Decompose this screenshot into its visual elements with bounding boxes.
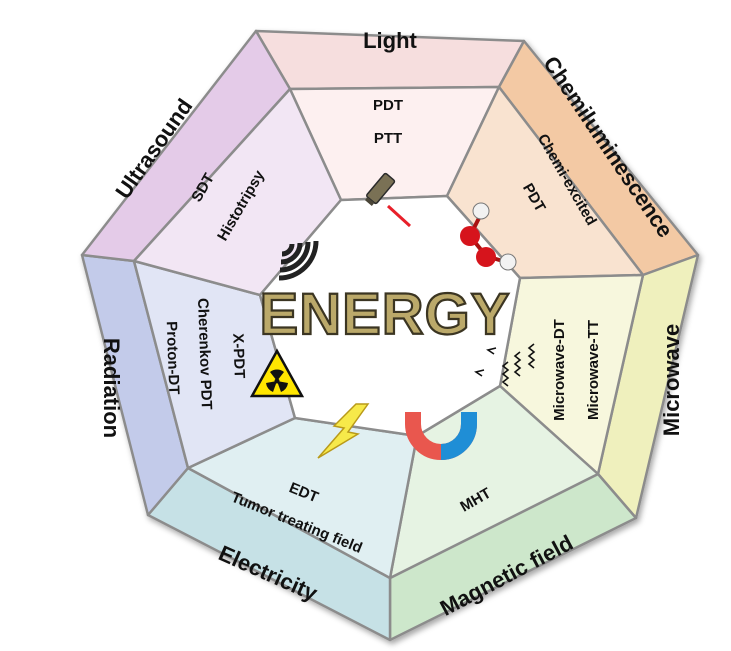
microwave-wave-icon (474, 343, 536, 387)
center-heptagon (258, 194, 522, 438)
light-item-ptt: PTT (374, 130, 402, 147)
ultrasound-wave-icon (278, 240, 319, 281)
hydrogen-peroxide-molecule-icon (460, 202, 517, 271)
radiation-item-cherenkov-pdt: Cherenkov PDT (194, 298, 215, 410)
sector-title-radiation: Radiation (99, 338, 124, 438)
laser-pointer-icon (364, 172, 412, 228)
radiation-item-x-pdt: X-PDT (229, 333, 248, 379)
sector-title-light: Light (363, 28, 417, 53)
light-item-pdt: PDT (373, 97, 403, 114)
lightning-bolt-icon (317, 403, 370, 459)
radiation-item-proton-dt: Proton-DT (163, 321, 183, 395)
magnet-icon (405, 412, 477, 460)
center-energy-label: ENERGY (260, 282, 511, 347)
microwave-item-microwave-tt: Microwave-TT (585, 320, 602, 420)
microwave-item-microwave-dt: Microwave-DT (551, 319, 568, 421)
sector-title-microwave: Microwave (659, 324, 684, 437)
radiation-hazard-icon (249, 348, 305, 398)
